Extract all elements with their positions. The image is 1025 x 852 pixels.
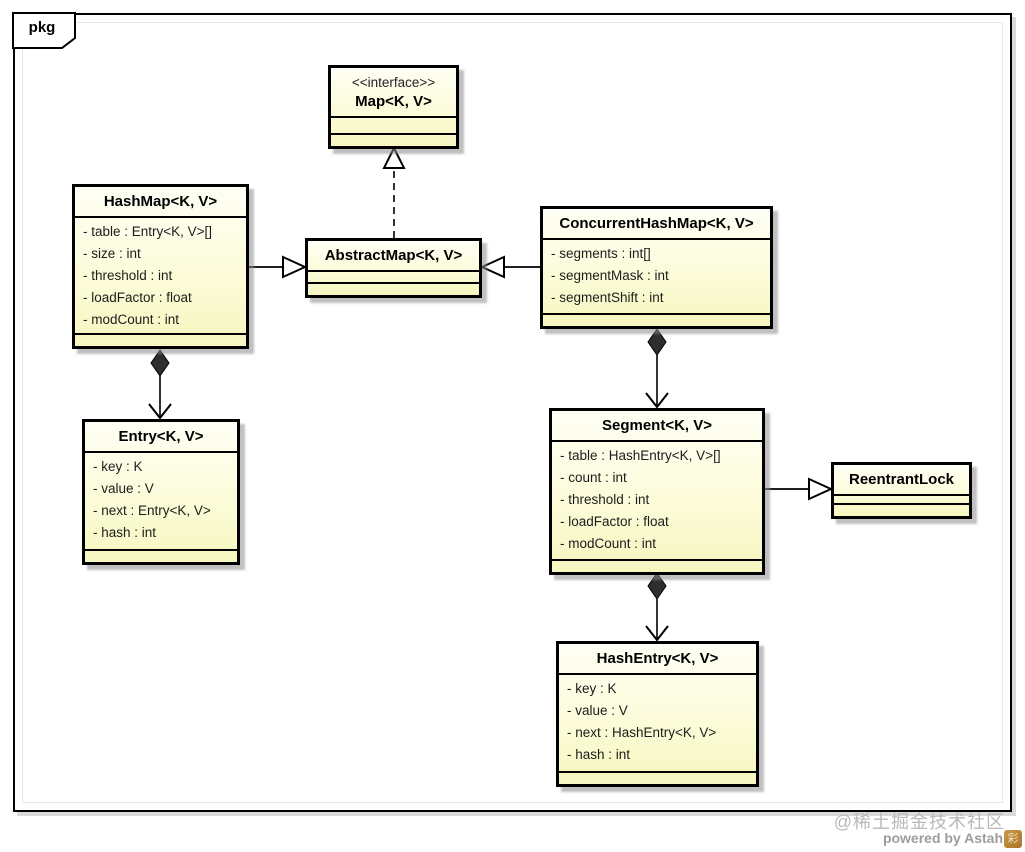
- class-hashentry-title: HashEntry<K, V>: [559, 644, 756, 673]
- class-map-stereotype: <<interface>>: [351, 75, 436, 90]
- class-hashentry[interactable]: HashEntry<K, V> - key : K - value : V - …: [556, 641, 759, 787]
- class-hashentry-methods: [559, 771, 756, 784]
- package-tab-label: pkg: [28, 19, 56, 36]
- attribute: - value : V: [567, 703, 628, 718]
- attribute: - hash : int: [567, 747, 631, 762]
- class-segment-methods: [552, 559, 762, 572]
- class-map-methods: [331, 133, 456, 146]
- class-entry[interactable]: Entry<K, V> - key : K - value : V - next…: [82, 419, 240, 565]
- class-reentrantlock-name: ReentrantLock: [848, 471, 955, 488]
- watermark-community-text: @稀土掘金技术社区: [833, 812, 1005, 832]
- attribute: - segmentShift : int: [551, 290, 664, 305]
- class-concurrenthashmap-name: ConcurrentHashMap<K, V>: [559, 215, 754, 232]
- class-reentrantlock-title: ReentrantLock: [834, 465, 969, 494]
- astah-logo-icon: 彩: [1004, 830, 1022, 848]
- attribute: - segments : int[]: [551, 246, 651, 261]
- class-hashmap-title: HashMap<K, V>: [75, 187, 246, 216]
- class-segment-attributes: - table : HashEntry<K, V>[] - count : in…: [552, 440, 762, 559]
- class-entry-attributes: - key : K - value : V - next : Entry<K, …: [85, 451, 237, 549]
- attribute: - loadFactor : float: [83, 290, 192, 305]
- attribute: - next : HashEntry<K, V>: [567, 725, 717, 740]
- class-entry-methods: [85, 549, 237, 562]
- attribute: - modCount : int: [83, 312, 180, 327]
- class-reentrantlock[interactable]: ReentrantLock: [831, 462, 972, 519]
- class-abstractmap-attributes: [308, 270, 479, 282]
- class-abstractmap-title: AbstractMap<K, V>: [308, 241, 479, 270]
- class-segment-name: Segment<K, V>: [601, 417, 713, 434]
- class-hashmap-methods: [75, 333, 246, 346]
- attribute: - table : HashEntry<K, V>[]: [560, 448, 721, 463]
- class-reentrantlock-methods: [834, 503, 969, 516]
- attribute: - table : Entry<K, V>[]: [83, 224, 213, 239]
- attribute: - key : K: [567, 681, 617, 696]
- package-frame-inner-line: [22, 22, 1003, 803]
- attribute: - segmentMask : int: [551, 268, 669, 283]
- class-segment-title: Segment<K, V>: [552, 411, 762, 440]
- class-abstractmap[interactable]: AbstractMap<K, V>: [305, 238, 482, 298]
- class-entry-title: Entry<K, V>: [85, 422, 237, 451]
- attribute: - threshold : int: [83, 268, 173, 283]
- class-hashentry-attributes: - key : K - value : V - next : HashEntry…: [559, 673, 756, 771]
- attribute: - value : V: [93, 481, 154, 496]
- attribute: - next : Entry<K, V>: [93, 503, 211, 518]
- class-abstractmap-methods: [308, 282, 479, 295]
- class-reentrantlock-attributes: [834, 494, 969, 503]
- class-entry-name: Entry<K, V>: [118, 428, 204, 445]
- class-concurrenthashmap-attributes: - segments : int[] - segmentMask : int -…: [543, 238, 770, 313]
- class-segment[interactable]: Segment<K, V> - table : HashEntry<K, V>[…: [549, 408, 765, 575]
- package-frame: [13, 13, 1012, 812]
- attribute: - hash : int: [93, 525, 157, 540]
- class-concurrenthashmap[interactable]: ConcurrentHashMap<K, V> - segments : int…: [540, 206, 773, 329]
- class-map-attributes: [331, 116, 456, 133]
- class-map-name: Map<K, V>: [355, 93, 432, 110]
- attribute: - count : int: [560, 470, 627, 485]
- class-hashentry-name: HashEntry<K, V>: [596, 650, 719, 667]
- class-concurrenthashmap-title: ConcurrentHashMap<K, V>: [543, 209, 770, 238]
- class-abstractmap-name: AbstractMap<K, V>: [324, 247, 463, 264]
- class-hashmap[interactable]: HashMap<K, V> - table : Entry<K, V>[] - …: [72, 184, 249, 349]
- class-hashmap-attributes: - table : Entry<K, V>[] - size : int - t…: [75, 216, 246, 333]
- attribute: - key : K: [93, 459, 143, 474]
- class-map-title: <<interface>> Map<K, V>: [331, 68, 456, 116]
- attribute: - size : int: [83, 246, 141, 261]
- watermark-powered-by-text: powered by Astah: [882, 830, 1003, 846]
- class-map[interactable]: <<interface>> Map<K, V>: [328, 65, 459, 149]
- class-hashmap-name: HashMap<K, V>: [103, 193, 218, 210]
- attribute: - threshold : int: [560, 492, 650, 507]
- attribute: - modCount : int: [560, 536, 657, 551]
- class-concurrenthashmap-methods: [543, 313, 770, 326]
- attribute: - loadFactor : float: [560, 514, 669, 529]
